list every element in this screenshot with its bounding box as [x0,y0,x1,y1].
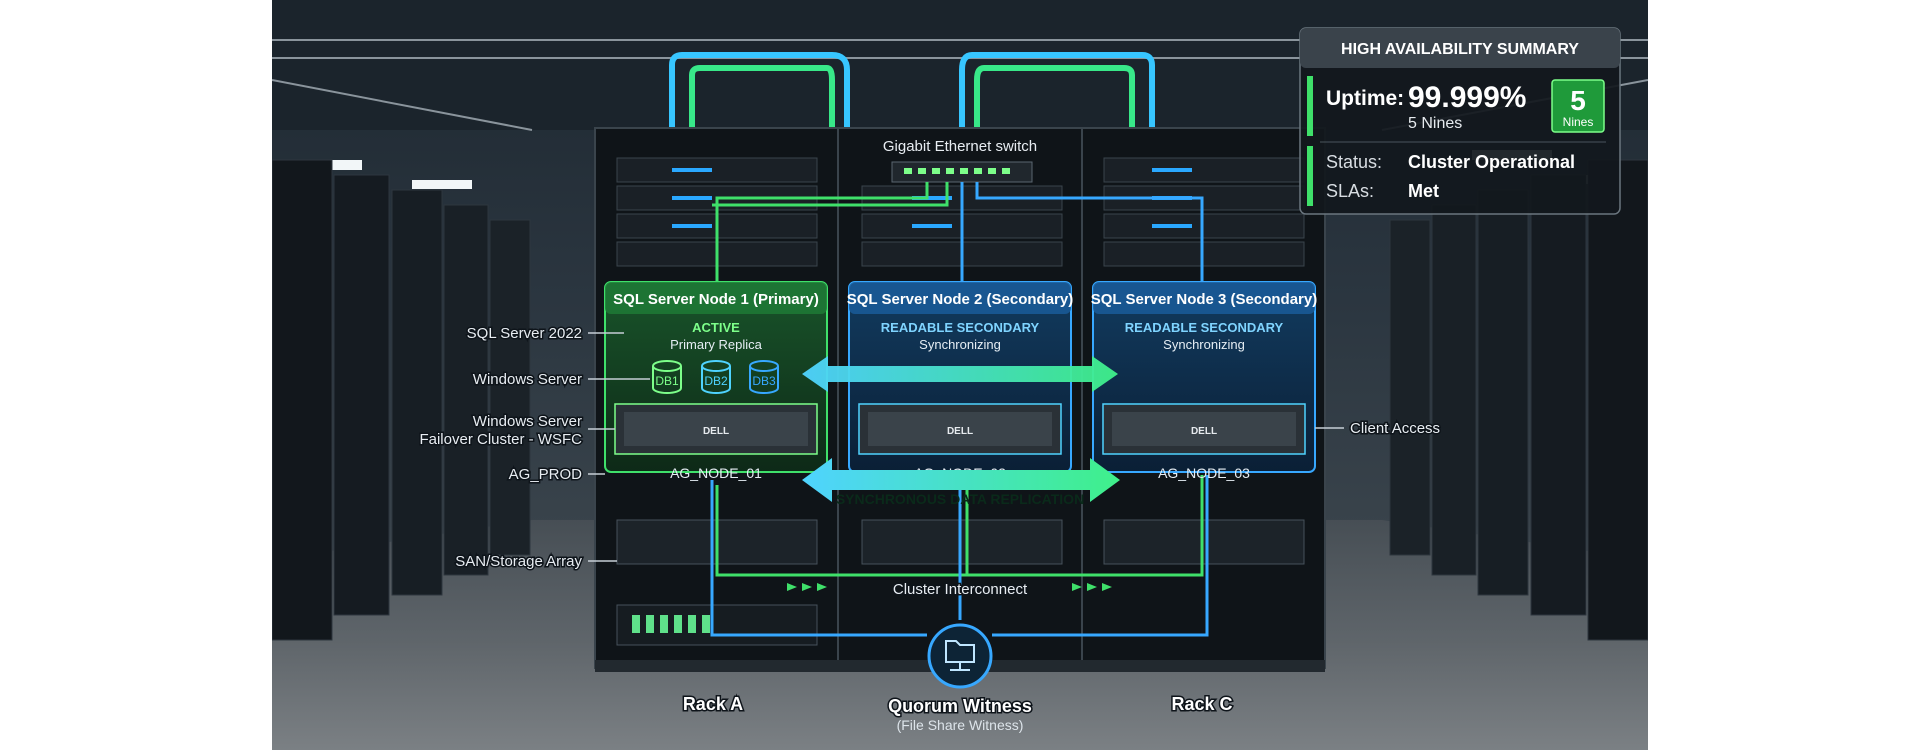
ha-header: HIGH AVAILABILITY SUMMARY [1341,41,1579,58]
node-1-server: DELL [614,403,818,455]
label-wsfc-1: Windows Server [473,413,582,430]
ha-uptime-value: 99.999% [1408,81,1526,114]
switch-label: Gigabit Ethernet switch [883,138,1037,155]
rack-a-label: Rack A [683,694,743,714]
quorum-witness[interactable]: Quorum Witness (File Share Witness) [887,623,1033,733]
ha-status-value: Cluster Operational [1408,152,1575,172]
node-3-role: Synchronizing [1163,337,1245,352]
db3-icon: DB3 [749,360,779,394]
db1-icon: DB1 [652,360,682,394]
db2-icon: DB2 [701,360,731,394]
label-cluster-interconnect: Cluster Interconnect [893,581,1028,598]
node-1-name: AG_NODE_01 [670,465,762,481]
database-icons: DB1 DB2 DB3 [652,360,779,394]
replication-arrow-top [802,356,1118,392]
db2-label: DB2 [704,374,728,388]
node-3-title: SQL Server Node 3 (Secondary) [1091,291,1317,308]
node-3-server: DELL [1102,403,1306,455]
ha-uptime-sub: 5 Nines [1408,115,1462,132]
label-wsfc-2: Failover Cluster - WSFC [419,431,582,448]
ha-uptime-label: Uptime: [1326,87,1404,110]
ha-sla-value: Met [1408,181,1439,201]
nines-badge: 5 Nines [1551,79,1605,133]
db3-label: DB3 [752,374,776,388]
ha-sla-label: SLAs: [1326,181,1374,201]
node-2-status: READABLE SECONDARY [881,320,1040,335]
replication-label: SYNCHRONOUS DATA REPLICATION [836,491,1084,507]
node-1-primary[interactable]: SQL Server Node 1 (Primary) ACTIVE Prima… [604,281,828,481]
quorum-title: Quorum Witness [888,696,1032,716]
node-2-title: SQL Server Node 2 (Secondary) [847,291,1073,308]
left-cabinets [272,159,531,641]
ha-diagram: Gigabit Ethernet switch SQL Server Node … [272,0,1648,750]
folder-network-icon [945,640,975,671]
node-2-brand: DELL [947,426,973,437]
ha-status-label: Status: [1326,152,1382,172]
label-san-storage: SAN/Storage Array [455,553,582,570]
node-1-brand: DELL [703,426,729,437]
label-sql-server: SQL Server 2022 [467,325,582,342]
overhead-cables [669,52,1155,140]
node-3-secondary[interactable]: SQL Server Node 3 (Secondary) READABLE S… [1091,281,1317,481]
label-windows-server: Windows Server [473,371,582,388]
node-3-brand: DELL [1191,426,1217,437]
nines-badge-number: 5 [1570,85,1586,116]
label-client-access: Client Access [1350,420,1440,437]
db1-label: DB1 [655,374,679,388]
node-3-name: AG_NODE_03 [1158,465,1250,481]
network-lines [710,182,1209,637]
ha-summary-panel: HIGH AVAILABILITY SUMMARY Uptime: 99.999… [1299,27,1621,215]
node-1-status: ACTIVE [692,320,740,335]
node-1-role: Primary Replica [670,337,763,352]
left-callouts: SQL Server 2022 Windows Server Windows S… [418,324,650,572]
rack-c-label: Rack C [1171,694,1232,714]
node-1-title: SQL Server Node 1 (Primary) [613,291,819,308]
right-cabinets [1389,159,1648,641]
node-3-status: READABLE SECONDARY [1125,320,1284,335]
interconnect-arrows [787,583,1112,591]
gigabit-switch [891,161,1033,183]
node-2-role: Synchronizing [919,337,1001,352]
datacenter-scene: Gigabit Ethernet switch SQL Server Node … [272,0,1648,750]
quorum-subtitle: (File Share Witness) [897,717,1024,733]
label-ag-prod: AG_PROD [509,466,583,483]
replication-arrow-bottom: SYNCHRONOUS DATA REPLICATION [802,458,1120,507]
node-2-server: DELL [858,403,1062,455]
nines-badge-label: Nines [1563,115,1594,129]
